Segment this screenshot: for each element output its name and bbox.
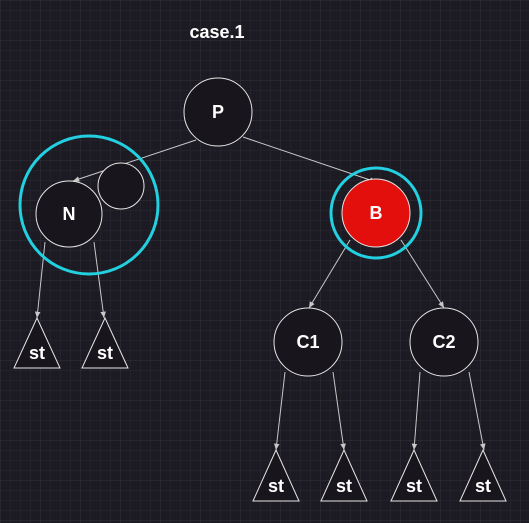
edge-c2-st-right [468,371,486,451]
node-n-label: N [63,204,76,224]
subtree-c1-right-label: st [336,476,352,496]
node-n: N [35,180,103,248]
subtree-n-left: st [13,316,61,369]
edges [34,136,486,451]
subtree-n-left-label: st [29,343,45,363]
diagram-title: case.1 [189,22,244,42]
edge-n-st-right [93,241,106,319]
subtree-c2-left: st [390,448,438,502]
subtree-c1-right: st [320,448,368,502]
node-c1: C1 [273,307,343,377]
node-b-label: B [370,203,383,223]
empty-circle [97,162,145,210]
subtree-c2-right-label: st [475,476,491,496]
edge-c2-st-left [411,371,421,451]
edge-p-n [72,139,197,182]
edge-c1-st-right [332,371,346,451]
node-p-label: P [212,102,224,122]
subtree-c1-left-label: st [268,476,284,496]
highlight-ring-b [329,166,423,260]
highlight-ring-n [18,134,160,276]
node-c1-label: C1 [296,332,319,352]
edge-b-c1 [308,239,351,309]
subtree-c2-left-label: st [406,476,422,496]
subtree-c1-left: st [252,448,300,502]
node-p: P [183,77,253,147]
edge-n-st-left [34,241,46,319]
node-c2-label: C2 [432,332,455,352]
subtree-n-right: st [81,316,129,369]
node-b: B [329,166,423,260]
edge-c1-st-left [273,371,286,451]
subtree-n-right-label: st [97,343,113,363]
node-c2: C2 [409,307,479,377]
edge-b-c2 [400,239,445,309]
subtree-c2-right: st [459,448,507,502]
